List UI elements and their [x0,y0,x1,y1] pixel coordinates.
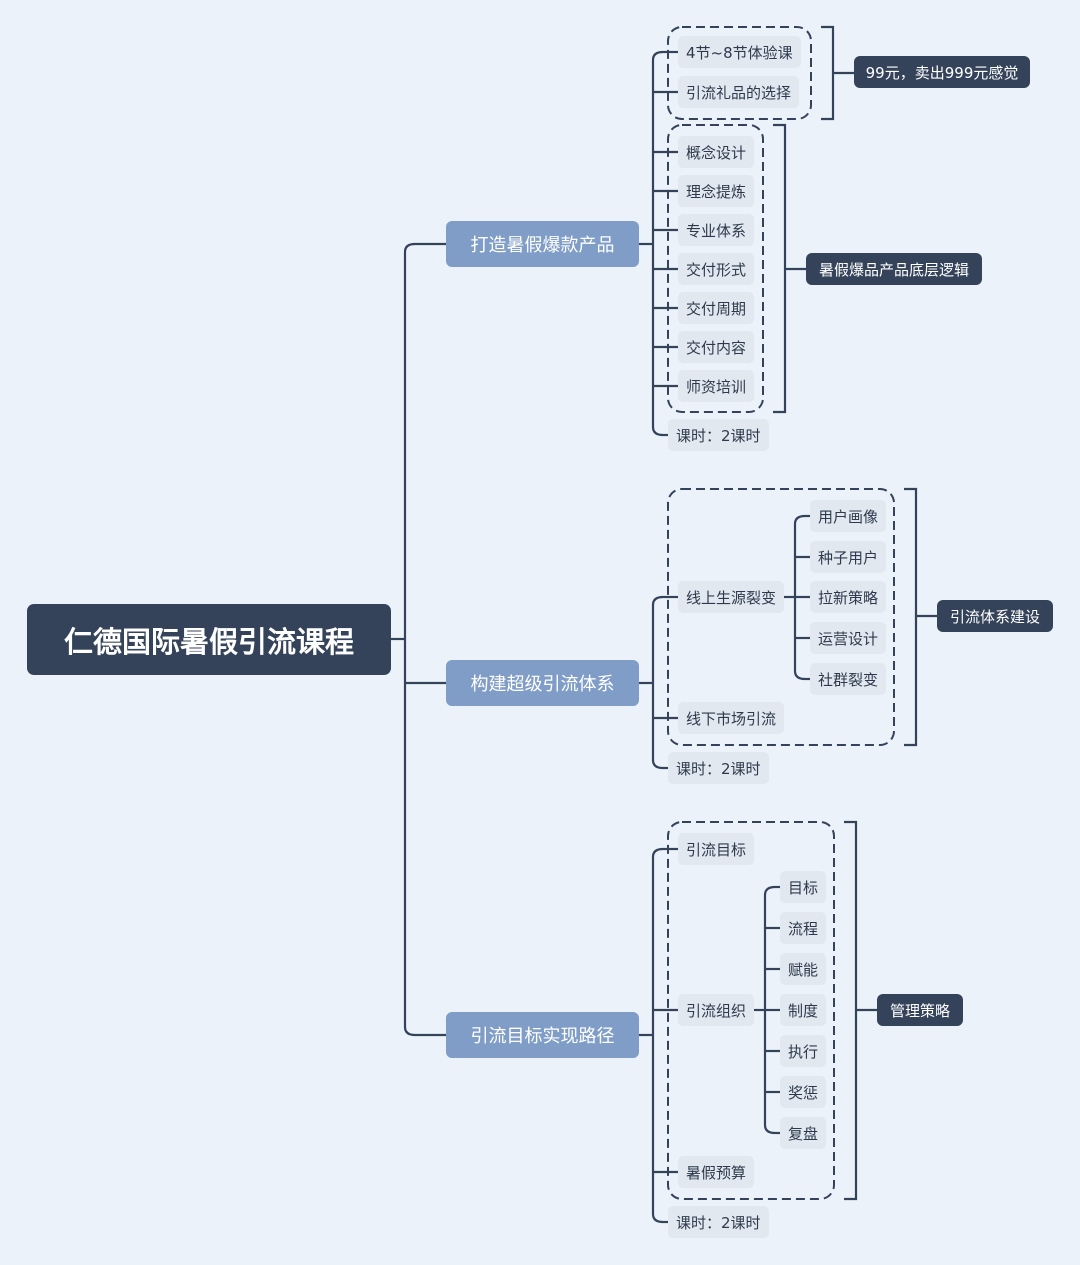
leaf-topic[interactable]: 流程 [780,912,827,944]
summary-bracket [773,123,787,414]
leaf-topic[interactable]: 赋能 [780,953,827,985]
leaf-topic[interactable]: 奖惩 [780,1076,827,1108]
subtopic[interactable]: 线上生源裂变 [678,581,785,613]
root-topic[interactable]: 仁德国际暑假引流课程 [27,604,391,675]
leaf-topic[interactable]: 引流礼品的选择 [678,76,800,108]
subtopic[interactable]: 引流目标 [678,833,755,865]
leaf-topic[interactable]: 用户画像 [810,500,887,532]
branch-topic-traffic-system[interactable]: 构建超级引流体系 [446,660,639,706]
branch-topic-product[interactable]: 打造暑假爆款产品 [446,221,639,267]
branch2-trunk [651,595,664,770]
note-label[interactable]: 课时：2课时 [668,752,769,784]
summary-label[interactable]: 管理策略 [877,994,963,1026]
summary-label[interactable]: 暑假爆品产品底层逻辑 [806,253,982,285]
summary-label[interactable]: 99元，卖出999元感觉 [854,56,1030,88]
leaf-topic[interactable]: 运营设计 [810,622,887,654]
leaf-topic[interactable]: 交付形式 [678,253,755,285]
branch1-trunk [651,50,664,437]
leaf-topic[interactable]: 拉新策略 [810,581,887,613]
leaf-topic[interactable]: 专业体系 [678,214,755,246]
leaf-topic[interactable]: 交付周期 [678,292,755,324]
boundary [667,488,895,746]
leaf-topic[interactable]: 交付内容 [678,331,755,363]
leaf-topic[interactable]: 师资培训 [678,370,755,402]
leaf-topic[interactable]: 制度 [780,994,827,1026]
note-label[interactable]: 课时：2课时 [668,419,769,451]
summary-bracket [904,487,918,747]
leaf-topic[interactable]: 目标 [780,871,827,903]
subtopic[interactable]: 线下市场引流 [678,702,785,734]
boundary [667,124,764,413]
leaf-topic[interactable]: 社群裂变 [810,663,887,695]
summary-label[interactable]: 引流体系建设 [937,600,1053,632]
leaf-topic[interactable]: 复盘 [780,1117,827,1149]
branch3-trunk [651,847,664,1224]
leaf-topic[interactable]: 执行 [780,1035,827,1067]
leaf-topic[interactable]: 种子用户 [810,541,887,573]
subtopic[interactable]: 引流组织 [678,994,755,1026]
note-label[interactable]: 课时：2课时 [668,1206,769,1238]
branch-topic-goal-path[interactable]: 引流目标实现路径 [446,1012,639,1058]
root-trunk [403,242,416,1037]
subtopic[interactable]: 暑假预算 [678,1156,755,1188]
leaf-topic[interactable]: 理念提炼 [678,175,755,207]
leaf-topic[interactable]: 4节~8节体验课 [678,36,801,68]
summary-bracket [844,820,858,1201]
summary-bracket [821,25,835,121]
boundary [667,26,812,120]
leaf-topic[interactable]: 概念设计 [678,136,755,168]
